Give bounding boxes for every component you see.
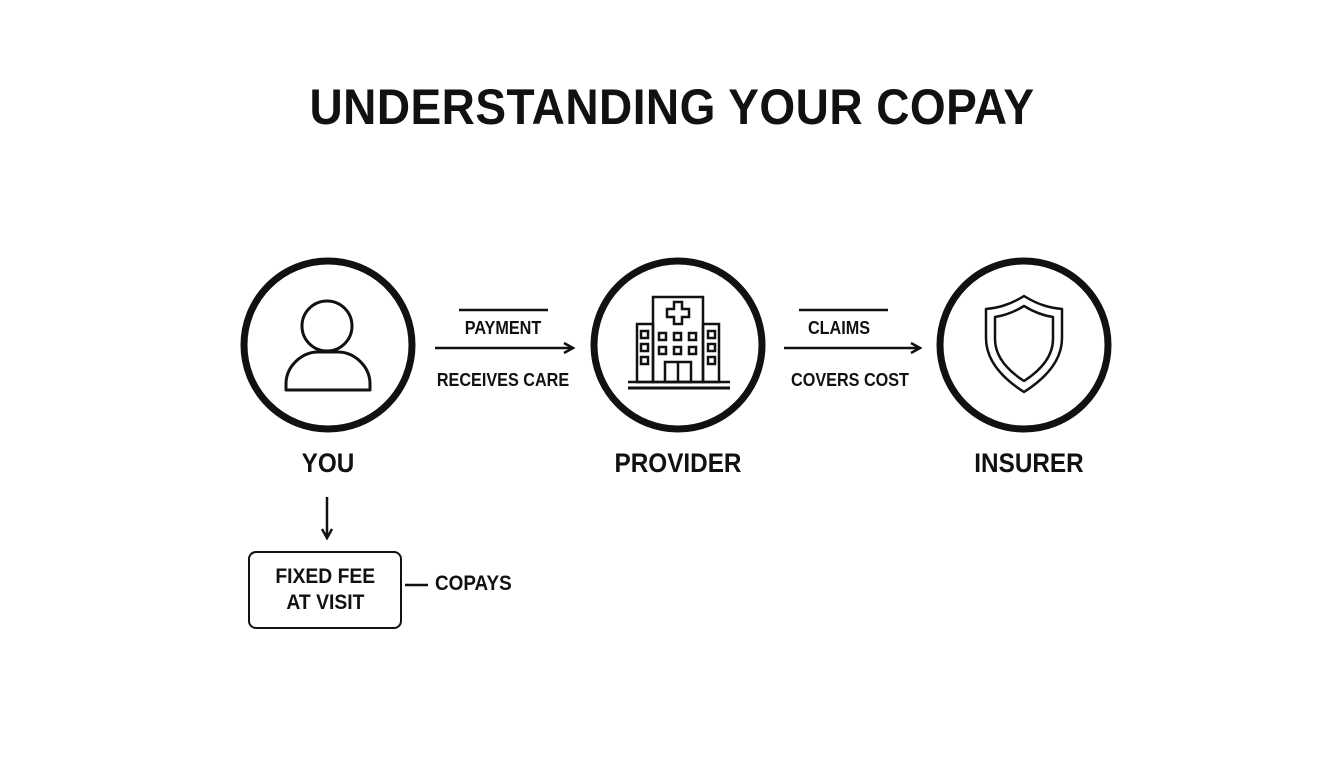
shield-icon	[984, 294, 1064, 394]
edge-label-claims: CLAIMS	[807, 318, 871, 338]
edge-label-receives-care: RECEIVES CARE	[436, 370, 570, 390]
hospital-icon	[628, 295, 730, 390]
edge-you-to-provider	[435, 308, 573, 348]
node-insurer	[936, 257, 1112, 433]
copays-label: COPAYS	[435, 572, 512, 595]
node-label-you: YOU	[301, 448, 355, 478]
diagram-title: UNDERSTANDING YOUR COPAY	[309, 79, 1035, 135]
fee-box-line1: FIXED FEE	[275, 565, 375, 588]
edge-provider-to-insurer	[784, 308, 920, 348]
fixed-fee-box: FIXED FEE AT VISIT	[248, 551, 402, 629]
person-icon	[284, 299, 372, 392]
edge-label-payment: PAYMENT	[464, 318, 542, 338]
node-provider	[590, 257, 766, 433]
node-label-provider: PROVIDER	[614, 448, 742, 478]
edge-label-covers-cost: COVERS COST	[791, 370, 909, 390]
node-you	[240, 257, 416, 433]
node-label-insurer: INSURER	[974, 448, 1084, 478]
fee-box-line2: AT VISIT	[286, 591, 364, 614]
